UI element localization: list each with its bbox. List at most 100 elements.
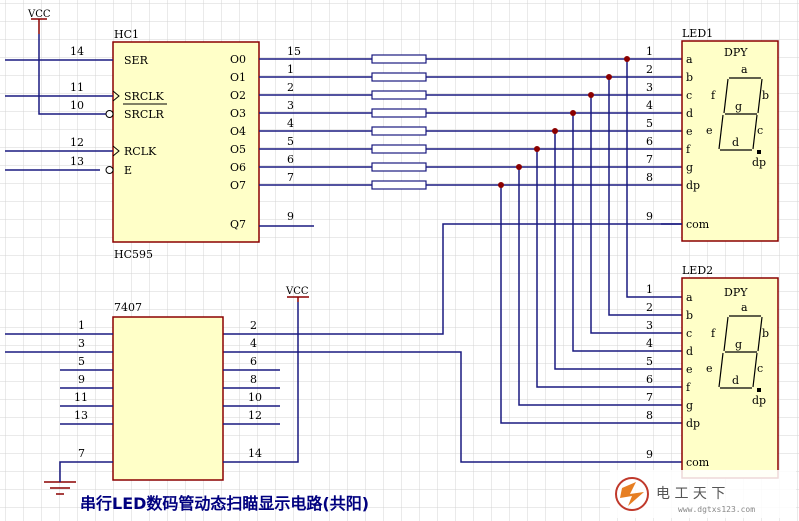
ic7407-lnum-5: 13 [74,409,88,422]
led1-pname-2: c [686,89,692,102]
ic7407-rnum-1: 4 [250,337,257,350]
hc1-rname-3: O3 [230,107,246,120]
led2-dp-dot [757,388,761,392]
led1-pnum-8: 9 [646,210,653,223]
watermark-logo-icon [615,477,649,511]
led1-dpy: DPY [724,46,748,59]
resistor-4 [371,108,427,118]
hc1-lname-4: E [124,164,132,177]
hc1-rname-7: O7 [230,179,246,192]
vcc-symbol-1: VCC [27,9,51,34]
led1-seg-e: e [706,124,713,137]
hc1-part: HC595 [114,248,153,261]
led1-seg-d: d [732,136,739,149]
ic7407-lnum-3: 9 [78,373,85,386]
led2-pname-8: com [686,456,710,469]
led2-pnum-3: 4 [646,337,653,350]
led2-seg-b: b [762,327,769,340]
junction-dots [498,56,630,188]
resistor-8 [371,180,427,190]
led1-seg-f: f [711,89,716,102]
led2-pnum-2: 3 [646,319,653,332]
led2-name: LED2 [682,264,713,277]
hc1-rnum-0: 15 [287,45,301,58]
hc1-rnum-7: 7 [287,171,294,184]
led1-pname-4: e [686,125,693,138]
ic7407-lnum-1: 3 [78,337,85,350]
hc1-lname-1: SRCLK [124,90,165,103]
led2-dpy: DPY [724,286,748,299]
led1-seg-c: c [757,124,763,137]
resistor-7 [371,162,427,172]
led2-pname-7: dp [686,417,700,430]
vcc-symbol-2: VCC [285,286,309,302]
led2-pname-4: e [686,363,693,376]
resistor-5 [371,126,427,136]
led1-pnum-6: 7 [646,153,653,166]
site-watermark: 电 工 天 下 www.dgtxs123.com [610,470,796,518]
led2-display: LED2 DPY 1 2 3 4 5 6 7 8 9 a b c d e f g… [646,264,779,479]
hc1-lnum-4: 13 [70,155,84,168]
ic7407-lnum-6: 7 [78,447,85,460]
led1-pname-6: g [686,161,693,174]
ic7407-lnum-4: 11 [74,391,88,404]
led1-pname-8: com [686,218,710,231]
led1-pnum-4: 5 [646,117,653,130]
led1-pnum-3: 4 [646,99,653,112]
led1-pname-5: f [686,143,691,156]
vcc1-label: VCC [27,9,51,20]
led2-pnum-8: 9 [646,448,653,461]
resistor-6 [371,144,427,154]
ic7407-rnum-2: 6 [250,355,257,368]
hc595-right-pins: O0 O1 O2 O3 O4 O5 O6 O7 Q7 15 1 2 3 4 5 … [230,45,314,231]
led2-pnum-6: 7 [646,391,653,404]
resistor-array [371,54,427,190]
hc1-rname-6: O6 [230,161,246,174]
hc1-lnum-0: 14 [70,45,84,58]
hc1-rname-4: O4 [230,125,246,138]
led1-pnum-0: 1 [646,45,653,58]
ground-symbol [44,480,76,495]
hc1-lname-2: SRCLR [124,108,165,121]
led1-seg-a: a [741,63,748,76]
hc1-rnum-1: 1 [287,63,294,76]
hc1-lnum-2: 10 [70,99,84,112]
ic7407-lnum-0: 1 [78,319,85,332]
hc1-rname-8: Q7 [230,218,246,231]
led1-seg-b: b [762,89,769,102]
ic7407-pins: 1 3 5 9 11 13 7 2 4 6 8 10 12 14 [5,302,299,495]
led2-pname-1: b [686,309,693,322]
hc595-left-pins: 14 11 10 12 13 SER SRCLK SRCLR RCLK E [5,45,167,177]
led2-pnum-0: 1 [646,283,653,296]
led1-pnum-1: 2 [646,63,653,76]
led2-pname-5: f [686,381,691,394]
hc1-rnum-3: 3 [287,99,294,112]
led1-seven-segment [718,77,763,151]
led1-body [681,40,779,242]
led2-pname-0: a [686,291,693,304]
hc1-lname-0: SER [124,54,149,67]
hc595-body [112,41,260,243]
led1-pnum-7: 8 [646,171,653,184]
ic7407-rnum-4: 10 [248,391,262,404]
led2-pnum-7: 8 [646,409,653,422]
led1-pnum-5: 6 [646,135,653,148]
led1-seg-dp: dp [752,156,766,169]
hc1-lname-3: RCLK [124,145,157,158]
hc1-rnum-4: 4 [287,117,294,130]
led2-seven-segment [718,315,763,389]
ic7407-rnum-6: 14 [248,447,262,460]
ic7407-lnum-2: 5 [78,355,85,368]
led2-seg-d: d [732,374,739,387]
resistor-2 [371,72,427,82]
segment-bus [259,58,682,424]
led2-seg-f: f [711,327,716,340]
led1-pnum-2: 3 [646,81,653,94]
led2-seg-e: e [706,362,713,375]
ic7407-name: 7407 [114,301,142,314]
hc1-rname-5: O5 [230,143,246,156]
led1-dp-dot [757,150,761,154]
hc1-lnum-3: 12 [70,136,84,149]
hc1-rname-2: O2 [230,89,246,102]
